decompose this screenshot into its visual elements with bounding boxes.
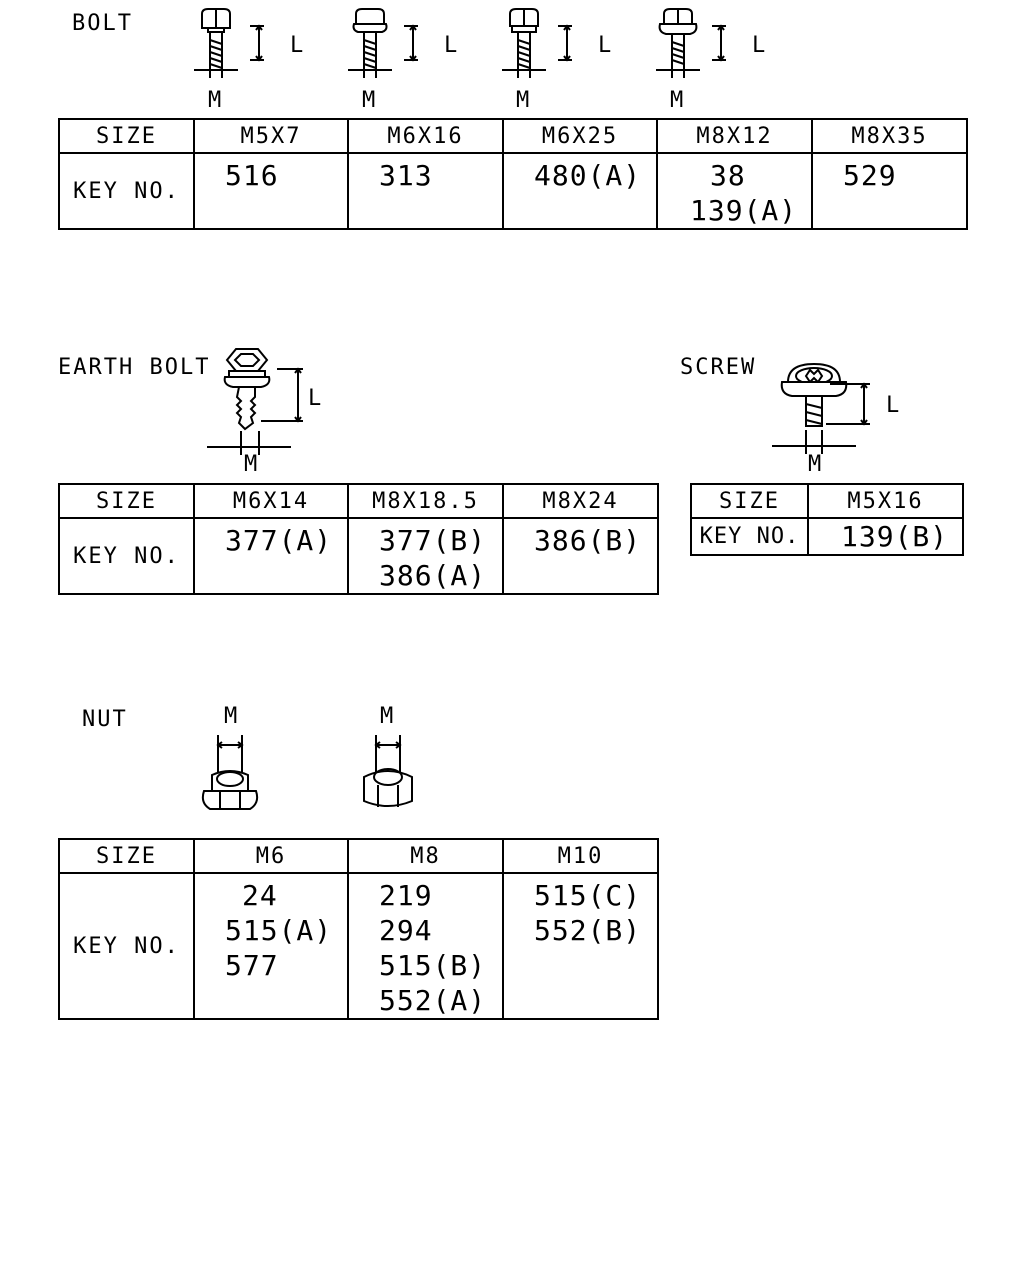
nut-key-cell: 515(C) 552(B) <box>502 872 659 1020</box>
key-number: 516 <box>225 159 279 192</box>
bolt-size-cell: M6X16 <box>347 118 504 154</box>
key-number: 552(A) <box>379 984 487 1017</box>
bolt-flange-icon <box>344 6 444 86</box>
bolt-section-title: BOLT <box>72 11 133 36</box>
bolt-size-cell: M8X35 <box>811 118 968 154</box>
size-header: SIZE <box>58 118 195 154</box>
key-number: 377(A) <box>225 524 333 557</box>
screw-section-title: SCREW <box>680 355 757 380</box>
bolt1-dim-l: L <box>290 33 306 58</box>
bolt-key-row: KEY NO. 516 313 480(A) 38 139(A) 529 <box>58 152 968 230</box>
bolt-washer-icon <box>498 6 598 86</box>
screw-key-cell: 139(B) <box>807 517 964 556</box>
earth-bolt-key-cell: 377(A) <box>193 517 349 595</box>
key-header: KEY NO. <box>58 152 195 230</box>
bolt2-dim-m: M <box>362 88 378 113</box>
size-header: SIZE <box>58 838 195 874</box>
earth-bolt-key-cell: 377(B) 386(A) <box>347 517 504 595</box>
bolt-size-row: SIZE M5X7 M6X16 M6X25 M8X12 M8X35 <box>58 118 968 154</box>
key-number: 377(B) <box>379 524 487 557</box>
bolt-table: SIZE M5X7 M6X16 M6X25 M8X12 M8X35 KEY NO… <box>58 118 968 230</box>
key-header: KEY NO. <box>58 872 195 1020</box>
key-number: 515(C) <box>534 879 642 912</box>
bolt-size-cell: M8X12 <box>656 118 813 154</box>
key-number: 386(A) <box>379 559 487 592</box>
nut-size-row: SIZE M6 M8 M10 <box>58 838 659 874</box>
screw-dim-l: L <box>886 393 902 418</box>
screw-size-row: SIZE M5X16 <box>690 483 964 519</box>
earth-bolt-size-row: SIZE M6X14 M8X18.5 M8X24 <box>58 483 659 519</box>
key-number: 313 <box>379 159 433 192</box>
bolt2-dim-l: L <box>444 33 460 58</box>
nut-size-cell: M8 <box>347 838 504 874</box>
screw-key-row: KEY NO. 139(B) <box>690 517 964 556</box>
key-number: 139(A) <box>690 194 798 227</box>
bolt-key-cell: 38 139(A) <box>656 152 813 230</box>
key-number: 294 <box>379 914 433 947</box>
earth-bolt-dim-m: M <box>244 452 260 477</box>
key-number: 139(B) <box>841 520 949 553</box>
bolt-key-cell: 313 <box>347 152 504 230</box>
nut2-dim-m: M <box>380 704 396 729</box>
key-number: 515(A) <box>225 914 333 947</box>
nut1-dim-m: M <box>224 704 240 729</box>
nut-key-cell: 24 515(A) 577 <box>193 872 349 1020</box>
screw-torx-icon <box>770 360 880 460</box>
key-number: 577 <box>225 949 279 982</box>
bolt4-dim-l: L <box>752 33 768 58</box>
screw-dim-m: M <box>808 452 824 477</box>
bolt-key-cell: 480(A) <box>502 152 658 230</box>
earth-bolt-size-cell: M6X14 <box>193 483 349 519</box>
bolt-size-cell: M5X7 <box>193 118 349 154</box>
bolt-large-flange-icon <box>652 6 752 86</box>
screw-table: SIZE M5X16 KEY NO. 139(B) <box>690 483 964 556</box>
key-number: 515(B) <box>379 949 487 982</box>
bolt1-dim-m: M <box>208 88 224 113</box>
bolt-key-cell: 529 <box>811 152 968 230</box>
nut-flange-icon <box>200 735 260 817</box>
key-number: 552(B) <box>534 914 642 947</box>
key-number: 38 <box>710 159 746 192</box>
nut-key-row: KEY NO. 24 515(A) 577 219 294 515(B) 552… <box>58 872 659 1020</box>
key-header: KEY NO. <box>58 517 195 595</box>
bolt3-dim-m: M <box>516 88 532 113</box>
earth-bolt-icon <box>205 345 315 455</box>
bolt4-dim-m: M <box>670 88 686 113</box>
key-number: 219 <box>379 879 433 912</box>
earth-bolt-size-cell: M8X24 <box>502 483 659 519</box>
key-number: 529 <box>843 159 897 192</box>
bolt-size-cell: M6X25 <box>502 118 658 154</box>
key-number: 386(B) <box>534 524 642 557</box>
size-header: SIZE <box>690 483 809 519</box>
nut-size-cell: M6 <box>193 838 349 874</box>
nut-key-cell: 219 294 515(B) 552(A) <box>347 872 504 1020</box>
bolt-hex-icon <box>190 6 290 86</box>
bolt-key-cell: 516 <box>193 152 349 230</box>
earth-bolt-key-cell: 386(B) <box>502 517 659 595</box>
key-header: KEY NO. <box>690 517 809 556</box>
earth-bolt-table: SIZE M6X14 M8X18.5 M8X24 KEY NO. 377(A) … <box>58 483 659 595</box>
nut-table: SIZE M6 M8 M10 KEY NO. 24 515(A) 577 219… <box>58 838 659 1020</box>
size-header: SIZE <box>58 483 195 519</box>
earth-bolt-dim-l: L <box>308 386 324 411</box>
nut-size-cell: M10 <box>502 838 659 874</box>
screw-size-cell: M5X16 <box>807 483 964 519</box>
nut-hex-icon <box>358 735 418 817</box>
key-number: 24 <box>242 879 278 912</box>
key-number: 480(A) <box>534 159 642 192</box>
nut-section-title: NUT <box>82 707 128 732</box>
earth-bolt-size-cell: M8X18.5 <box>347 483 504 519</box>
bolt3-dim-l: L <box>598 33 614 58</box>
earth-bolt-section-title: EARTH BOLT <box>58 355 211 380</box>
earth-bolt-key-row: KEY NO. 377(A) 377(B) 386(A) 386(B) <box>58 517 659 595</box>
